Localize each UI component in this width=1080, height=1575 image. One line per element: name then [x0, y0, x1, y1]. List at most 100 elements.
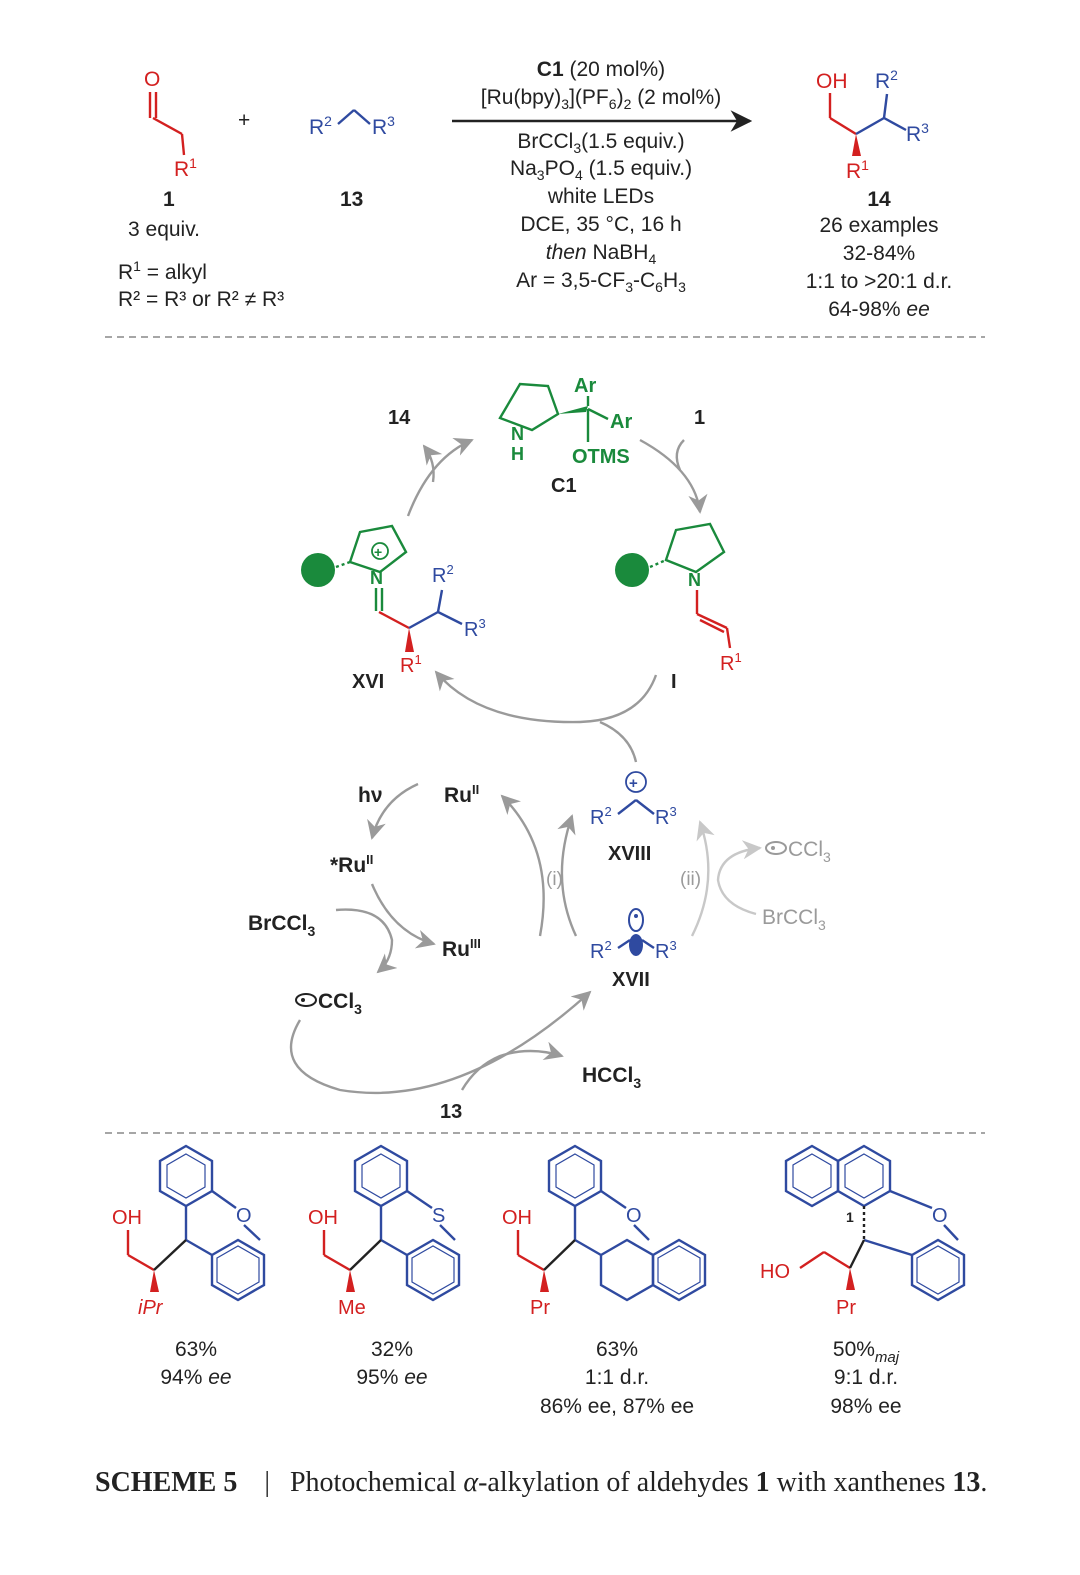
solvent-temp: DCE, 35 °C, 16 h — [520, 213, 681, 236]
svg-text:+: + — [629, 775, 638, 792]
svg-text:1: 1 — [846, 1209, 854, 1225]
light-source: white LEDs — [547, 185, 654, 208]
brccl3-right: BrCCl3 — [762, 906, 826, 933]
compound-1-equiv: 3 equiv. — [128, 218, 200, 241]
arrow-enamine-formation — [639, 438, 708, 514]
caption-text-b: -alkylation of aldehydes — [478, 1467, 756, 1498]
svg-text:CCl3: CCl3 — [318, 990, 362, 1017]
svg-text:Ar: Ar — [574, 375, 596, 397]
figure-caption: SCHEME 5 | Photochemical α-alkylation of … — [95, 1462, 1015, 1504]
ru-ii: RuII — [444, 782, 479, 807]
arrow-radical-addition — [434, 670, 658, 724]
carbonyl-o: O — [144, 68, 160, 91]
svg-text:OH: OH — [502, 1207, 532, 1229]
svg-text:63%: 63% — [175, 1338, 217, 1361]
caption-scheme-label: SCHEME 5 — [95, 1467, 238, 1498]
radical-xvii: R2 R3 XVII — [590, 908, 677, 991]
substrate-13: R2 R3 13 — [309, 109, 395, 211]
svg-text:9:1 d.r.: 9:1 d.r. — [834, 1366, 898, 1389]
svg-text:1:1 d.r.: 1:1 d.r. — [585, 1366, 649, 1389]
product-14: OH R2 R3 R1 14 26 examples 32-84% 1:1 to… — [806, 67, 953, 321]
r1-label: R1 — [174, 155, 197, 181]
svg-text:32%: 32% — [371, 1338, 413, 1361]
example-1: O OH iPr 63% 94% ee — [112, 1144, 266, 1389]
reaction-conditions: C1 (20 mol%) [Ru(bpy)3](PF6)2 (2 mol%) B… — [452, 58, 753, 295]
arrow-excitation — [367, 782, 419, 840]
reduction-step: then NaBH4 — [546, 241, 657, 267]
path-ii-label: (ii) — [680, 869, 701, 890]
aldehyde-1: O R1 1 3 equiv. R1 = alkyl R² = R³ or R²… — [118, 68, 284, 311]
svg-text:CCl3: CCl3 — [788, 838, 831, 865]
svg-text:O: O — [626, 1205, 642, 1227]
compound-1-label: 1 — [163, 188, 175, 211]
label-1-added: 1 — [694, 407, 705, 429]
cation-xviii: + R2 R3 XVIII — [590, 771, 677, 865]
svg-text:R2: R2 — [432, 562, 454, 587]
label-13-added: 13 — [440, 1101, 462, 1123]
compound-13-label: 13 — [340, 188, 363, 211]
c1-label: C1 — [551, 475, 577, 497]
yield-range: 32-84% — [843, 242, 915, 265]
arrow-oxidative-quench — [370, 883, 436, 949]
svg-text:R1: R1 — [400, 652, 422, 677]
xviii-label: XVIII — [608, 843, 651, 865]
svg-text:95% ee: 95% ee — [356, 1366, 427, 1389]
svg-text:94% ee: 94% ee — [160, 1366, 231, 1389]
ar-definition: Ar = 3,5-CF3-C6H3 — [516, 269, 686, 295]
photocatalyst: [Ru(bpy)3](PF6)2 (2 mol%) — [481, 86, 721, 112]
svg-text:OH: OH — [112, 1207, 142, 1229]
svg-text:O: O — [236, 1205, 252, 1227]
svg-text:N: N — [511, 424, 524, 444]
caption-num-13: 13 — [952, 1467, 981, 1498]
svg-text:Me: Me — [338, 1297, 366, 1319]
label-14-released: 14 — [388, 407, 411, 429]
xvii-label: XVII — [612, 969, 650, 991]
caption-text-a: Photochemical — [289, 1467, 464, 1498]
svg-text:R3: R3 — [655, 804, 677, 829]
reaction-scheme: O R1 1 3 equiv. R1 = alkyl R² = R³ or R²… — [105, 58, 985, 1418]
svg-text:H: H — [511, 444, 524, 464]
svg-text:Pr: Pr — [836, 1297, 856, 1319]
hccl3-product: HCCl3 — [582, 1064, 641, 1091]
svg-text:HO: HO — [760, 1261, 790, 1283]
trichloromethyl-radical-left: CCl3 — [295, 990, 362, 1017]
svg-text:R3: R3 — [372, 113, 395, 139]
arrow-path-i — [557, 814, 578, 937]
svg-text:OH: OH — [816, 70, 848, 93]
svg-text:50%maj: 50%maj — [833, 1338, 900, 1366]
base-na3po4: Na3PO4 (1.5 equiv.) — [510, 157, 692, 183]
svg-text:R3: R3 — [906, 120, 929, 146]
svg-text:R2: R2 — [590, 938, 612, 963]
svg-text:OH: OH — [308, 1207, 338, 1229]
ru-iii: RuIII — [442, 936, 481, 961]
plus-sign: + — [238, 109, 250, 132]
arrow-release-catalyst — [406, 437, 474, 517]
catalyst-c1: C1 (20 mol%) — [537, 58, 665, 81]
example-3: O OH Pr 63% 1:1 d.r. 86% ee, 87% ee — [502, 1144, 707, 1418]
hv-label: hν — [358, 784, 383, 807]
caption-alpha: α — [463, 1467, 479, 1498]
enamine-i: N R1 I — [615, 522, 742, 693]
svg-text:Pr: Pr — [530, 1297, 550, 1319]
path-i-label: (i) — [546, 869, 563, 890]
arrow-hat — [289, 990, 592, 1094]
svg-text:iPr: iPr — [138, 1297, 164, 1319]
iminium-xvi: + N R2 R3 R1 XVI — [301, 524, 486, 693]
ru-ii-excited: *RuII — [330, 852, 373, 877]
r2-definition: R² = R³ or R² ≠ R³ — [118, 288, 284, 311]
example-2: S OH Me 32% 95% ee — [308, 1144, 461, 1389]
svg-text:R2: R2 — [309, 113, 332, 139]
svg-text:R2: R2 — [590, 804, 612, 829]
xvi-label: XVI — [352, 671, 384, 693]
reagent-brccl3: BrCCl3(1.5 equiv.) — [517, 130, 684, 156]
examples-count: 26 examples — [819, 214, 938, 237]
i-label: I — [671, 671, 677, 693]
svg-text:63%: 63% — [596, 1338, 638, 1361]
caption-num-1: 1 — [755, 1467, 770, 1498]
arrow-ru-reduction — [500, 794, 545, 937]
example-4: 1 O HO Pr 50%maj 9:1 d.r. 98% ee — [760, 1144, 966, 1418]
svg-text:O: O — [932, 1205, 948, 1227]
svg-text:86% ee, 87% ee: 86% ee, 87% ee — [540, 1395, 694, 1418]
trichloromethyl-radical-right: CCl3 — [765, 838, 831, 865]
caption-separator: | — [264, 1467, 270, 1498]
